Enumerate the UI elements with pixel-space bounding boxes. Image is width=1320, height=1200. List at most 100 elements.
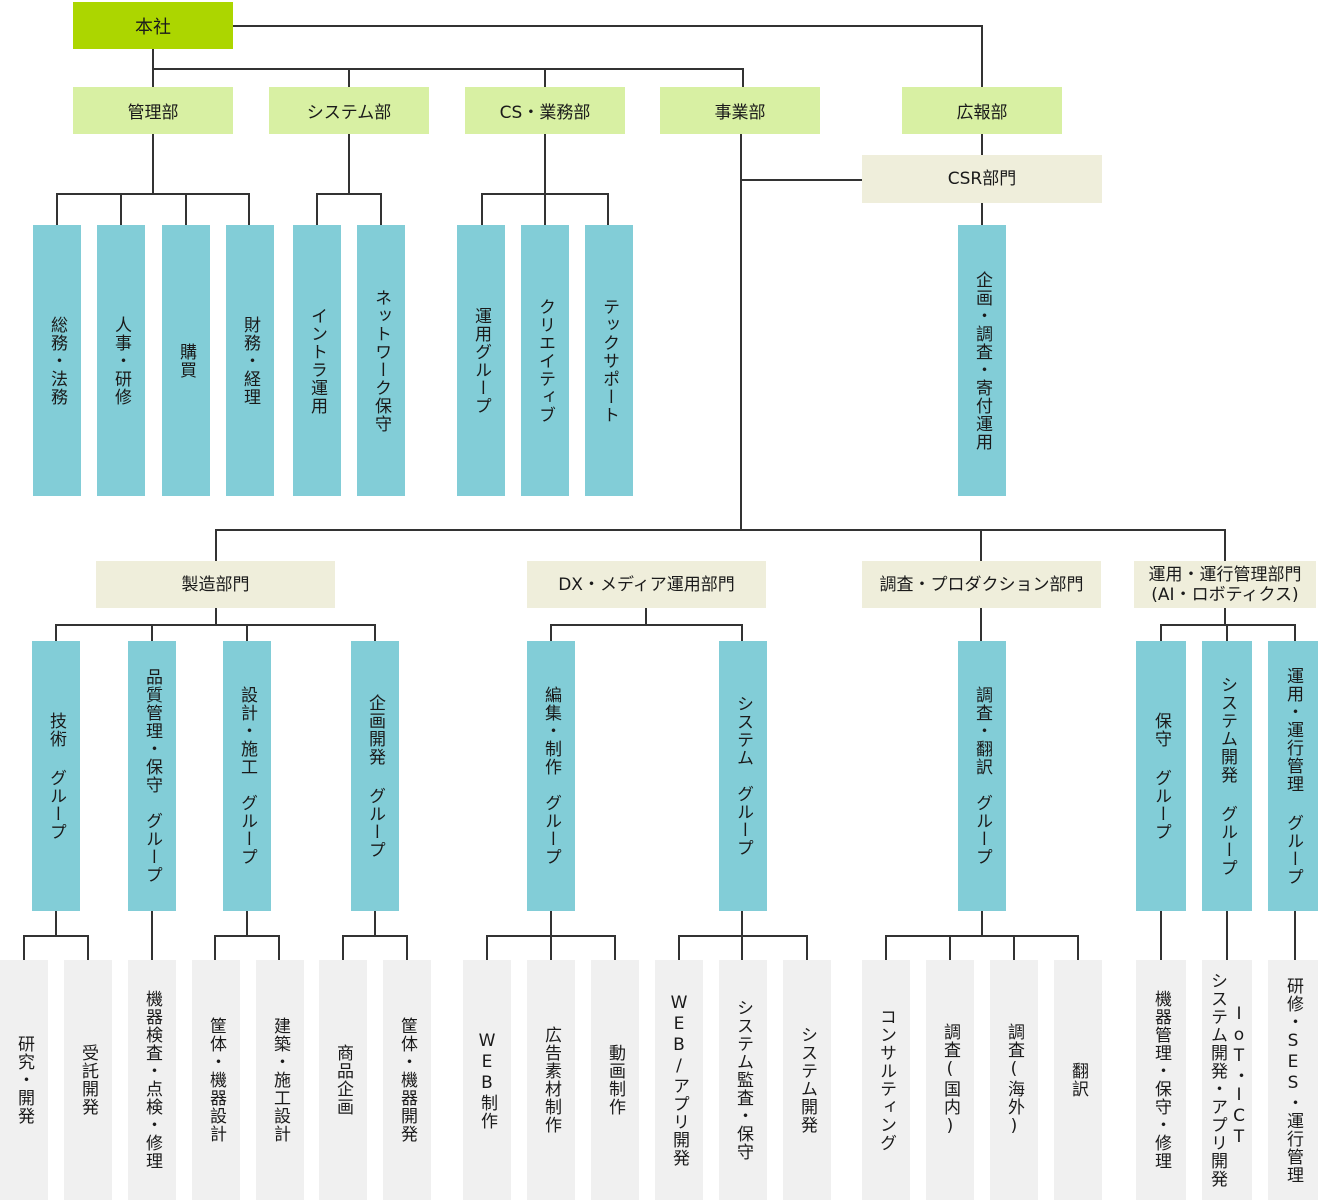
unit-label: コンサルティング bbox=[876, 1008, 896, 1152]
group-box[interactable]: 企画開発 グループ bbox=[351, 641, 399, 911]
team-box[interactable]: 企画・調査・寄付運用 bbox=[958, 225, 1006, 496]
department-business[interactable]: 事業部 bbox=[660, 87, 820, 134]
group-label: 調査・翻訳 グループ bbox=[972, 686, 992, 866]
connector-line bbox=[742, 179, 862, 181]
department-system[interactable]: システム部 bbox=[269, 87, 429, 134]
connector-line bbox=[981, 203, 983, 225]
connector-line bbox=[741, 624, 743, 641]
unit-box[interactable]: システム監査・保守 bbox=[719, 960, 767, 1200]
group-label: 運用・運行管理 グループ bbox=[1283, 666, 1303, 886]
connector-line bbox=[316, 193, 382, 195]
department-label: CS・業務部 bbox=[499, 103, 591, 123]
division-research[interactable]: 調査・プロダクション部門 bbox=[862, 561, 1101, 608]
unit-box[interactable]: 機器管理・保守・修理 bbox=[1136, 960, 1186, 1200]
group-label: 設計・施工 グループ bbox=[237, 686, 257, 866]
unit-box[interactable]: 動画制作 bbox=[591, 960, 639, 1200]
unit-box[interactable]: 研究・開発 bbox=[0, 960, 48, 1200]
division-label: 運用・運行管理部門 bbox=[1148, 564, 1302, 585]
unit-label: 機器検査・点検・修理 bbox=[142, 990, 162, 1170]
team-box[interactable]: イントラ運用 bbox=[293, 225, 341, 496]
unit-label: 筐体・機器開発 bbox=[397, 1017, 417, 1143]
connector-line bbox=[1160, 911, 1162, 960]
connector-line bbox=[342, 935, 408, 937]
department-admin[interactable]: 管理部 bbox=[73, 87, 233, 134]
group-box[interactable]: 調査・翻訳 グループ bbox=[958, 641, 1006, 911]
division-dx[interactable]: DX・メディア運用部門 bbox=[527, 561, 766, 608]
group-label: 保守 グループ bbox=[1151, 711, 1171, 841]
group-box[interactable]: 品質管理・保守 グループ bbox=[128, 641, 176, 911]
connector-line bbox=[544, 68, 546, 87]
division-operations[interactable]: 運用・運行管理部門 (AI・ロボティクス) bbox=[1134, 561, 1316, 608]
unit-label: システム開発 bbox=[797, 1026, 817, 1134]
unit-label: 動画制作 bbox=[605, 1044, 625, 1116]
team-box[interactable]: クリエイティブ bbox=[521, 225, 569, 496]
unit-box[interactable]: WEB制作 bbox=[463, 960, 511, 1200]
unit-box[interactable]: システム開発 bbox=[783, 960, 831, 1200]
unit-box[interactable]: 商品企画 bbox=[319, 960, 367, 1200]
unit-box[interactable]: コンサルティング bbox=[862, 960, 910, 1200]
headquarters-box[interactable]: 本社 bbox=[73, 2, 233, 49]
division-sublabel: (AI・ロボティクス) bbox=[1151, 584, 1299, 605]
team-label: 人事・研修 bbox=[111, 315, 131, 406]
unit-box[interactable]: 調査(国内) bbox=[926, 960, 974, 1200]
unit-box[interactable]: 翻訳 bbox=[1054, 960, 1102, 1200]
unit-label: システム開発・アプリ開発 bbox=[1207, 972, 1227, 1188]
connector-line bbox=[1226, 624, 1228, 641]
team-box[interactable]: 財務・経理 bbox=[226, 225, 274, 496]
connector-line bbox=[233, 25, 983, 27]
team-box[interactable]: ネットワーク保守 bbox=[357, 225, 405, 496]
department-cs[interactable]: CS・業務部 bbox=[465, 87, 625, 134]
unit-label: 調査(海外) bbox=[1004, 1023, 1024, 1137]
group-label: 編集・制作 グループ bbox=[541, 686, 561, 866]
group-box[interactable]: 技術 グループ bbox=[32, 641, 80, 911]
group-box[interactable]: 保守 グループ bbox=[1136, 641, 1186, 911]
division-label: DX・メディア運用部門 bbox=[558, 574, 735, 595]
unit-box[interactable]: 受託開発 bbox=[64, 960, 112, 1200]
unit-sublabel: IoT・ICT bbox=[1229, 1004, 1249, 1148]
team-box[interactable]: 人事・研修 bbox=[97, 225, 145, 496]
unit-box[interactable]: 建築・施工設計 bbox=[256, 960, 304, 1200]
group-box[interactable]: 編集・制作 グループ bbox=[527, 641, 575, 911]
unit-box[interactable]: システム開発・アプリ開発 IoT・ICT bbox=[1202, 960, 1252, 1200]
division-label: 製造部門 bbox=[181, 574, 250, 595]
team-box[interactable]: 総務・法務 bbox=[33, 225, 81, 496]
group-label: システム グループ bbox=[733, 695, 753, 857]
team-box[interactable]: テックサポート bbox=[585, 225, 633, 496]
group-box[interactable]: 設計・施工 グループ bbox=[223, 641, 271, 911]
group-box[interactable]: システム開発 グループ bbox=[1202, 641, 1252, 911]
connector-line bbox=[1013, 935, 1015, 960]
team-box[interactable]: 購買 bbox=[162, 225, 210, 496]
connector-line bbox=[380, 193, 382, 225]
connector-line bbox=[1294, 911, 1296, 960]
unit-box[interactable]: 研修・SES・運行管理 bbox=[1268, 960, 1318, 1200]
unit-box[interactable]: 機器検査・点検・修理 bbox=[128, 960, 176, 1200]
group-box[interactable]: 運用・運行管理 グループ bbox=[1268, 641, 1318, 911]
connector-line bbox=[56, 193, 58, 225]
unit-box[interactable]: 調査(海外) bbox=[990, 960, 1038, 1200]
unit-box[interactable]: 広告素材制作 bbox=[527, 960, 575, 1200]
unit-box[interactable]: 筐体・機器設計 bbox=[192, 960, 240, 1200]
connector-line bbox=[544, 193, 546, 225]
connector-line bbox=[374, 624, 376, 641]
connector-line bbox=[486, 935, 616, 937]
department-label: システム部 bbox=[306, 103, 392, 123]
connector-line bbox=[215, 529, 1225, 531]
connector-line bbox=[1224, 608, 1226, 625]
connector-line bbox=[87, 935, 89, 960]
connector-line bbox=[248, 193, 250, 225]
unit-label: 受託開発 bbox=[78, 1044, 98, 1116]
connector-line bbox=[56, 193, 249, 195]
connector-line bbox=[885, 935, 887, 960]
group-label: システム開発 グループ bbox=[1217, 675, 1237, 877]
team-box[interactable]: 運用グループ bbox=[457, 225, 505, 496]
connector-line bbox=[374, 911, 376, 936]
unit-box[interactable]: WEB/アプリ開発 bbox=[655, 960, 703, 1200]
team-label: 総務・法務 bbox=[47, 315, 67, 406]
group-box[interactable]: システム グループ bbox=[719, 641, 767, 911]
unit-box[interactable]: 筐体・機器開発 bbox=[383, 960, 431, 1200]
division-manufacturing[interactable]: 製造部門 bbox=[96, 561, 335, 608]
division-csr[interactable]: CSR部門 bbox=[862, 155, 1102, 203]
department-label: 事業部 bbox=[714, 103, 766, 123]
department-pr[interactable]: 広報部 bbox=[902, 87, 1062, 134]
